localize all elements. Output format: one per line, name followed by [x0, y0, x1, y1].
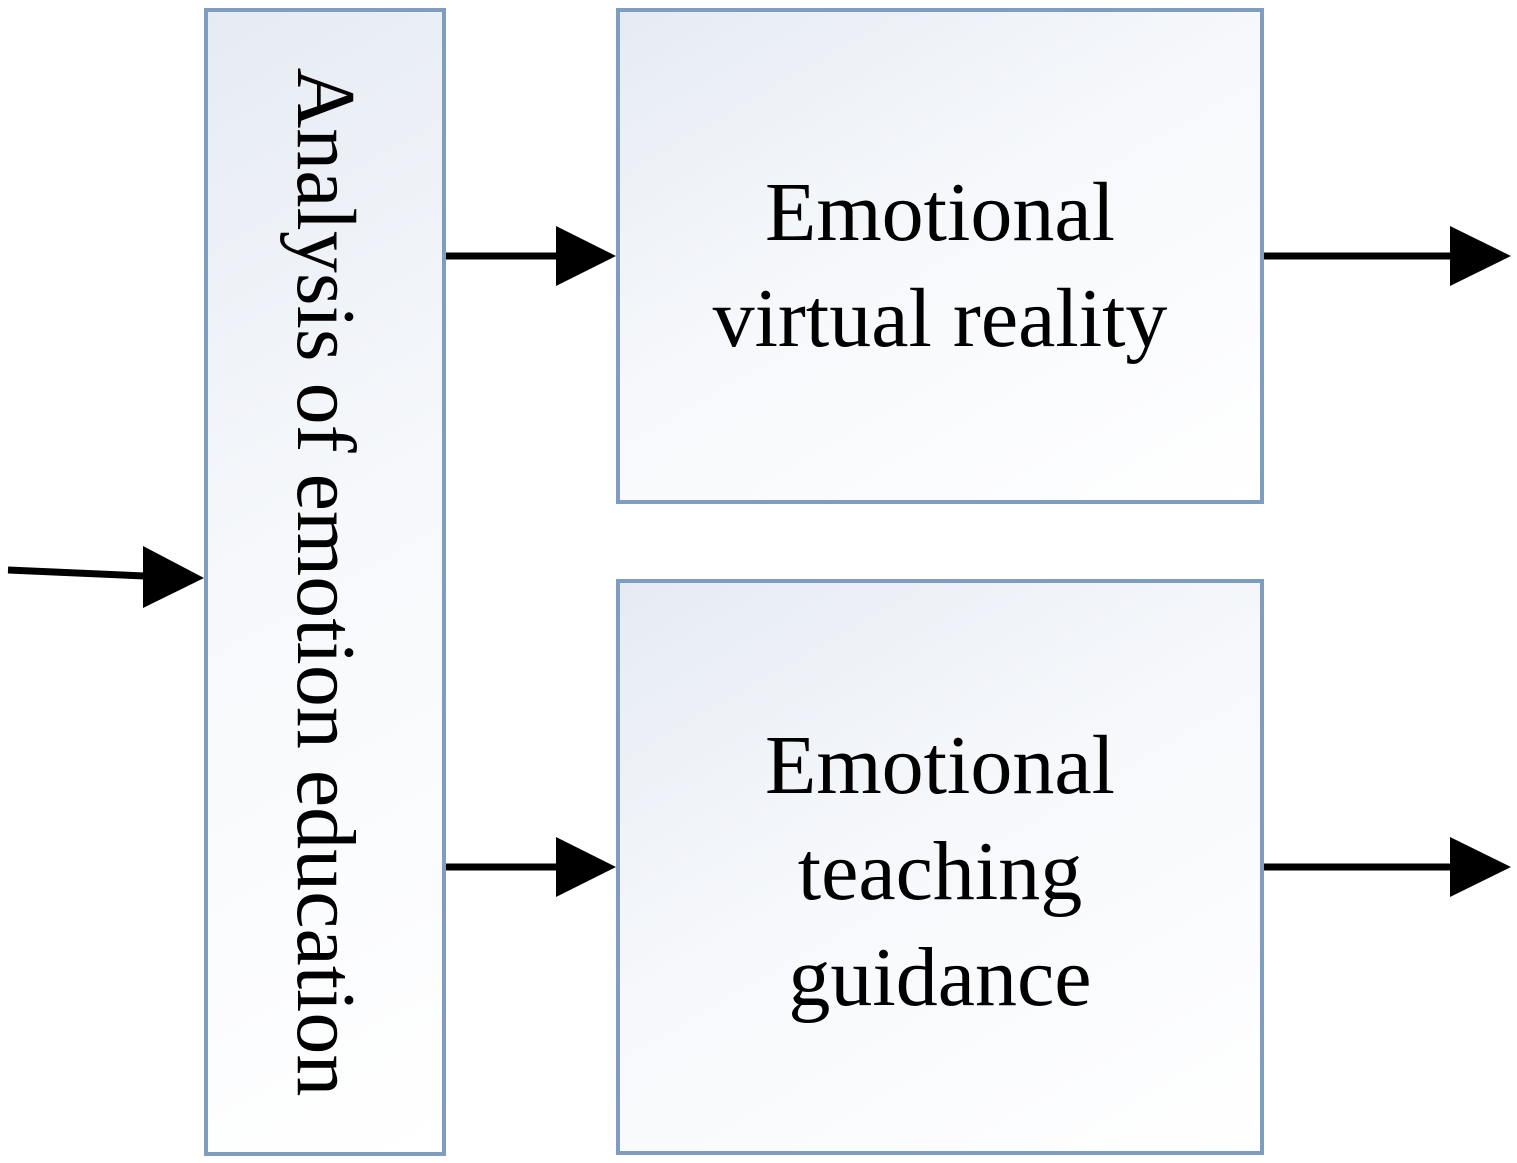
node-emotional-virtual-reality: Emotional virtual reality	[616, 8, 1264, 504]
arrow-input	[7, 546, 204, 608]
node-virtual-reality-label: Emotional virtual reality	[620, 160, 1260, 372]
node-teaching-guidance-label: Emotional teaching guidance	[620, 713, 1260, 1031]
node-analysis-emotion-education: Analysis of emotion education	[204, 8, 446, 1156]
arrow-top-output	[1260, 226, 1511, 286]
arrow-left-to-top	[446, 226, 616, 286]
arrow-left-to-bottom	[446, 837, 616, 897]
node-label-line: Emotional	[765, 719, 1115, 812]
node-label-line: Emotional	[765, 166, 1115, 259]
node-label-line: virtual reality	[712, 272, 1168, 365]
node-label-line: teaching	[797, 825, 1083, 918]
node-label-line: guidance	[788, 931, 1092, 1024]
node-analysis-label: Analysis of emotion education	[279, 67, 372, 1097]
node-emotional-teaching-guidance: Emotional teaching guidance	[616, 579, 1264, 1155]
arrow-bottom-output	[1260, 837, 1511, 897]
